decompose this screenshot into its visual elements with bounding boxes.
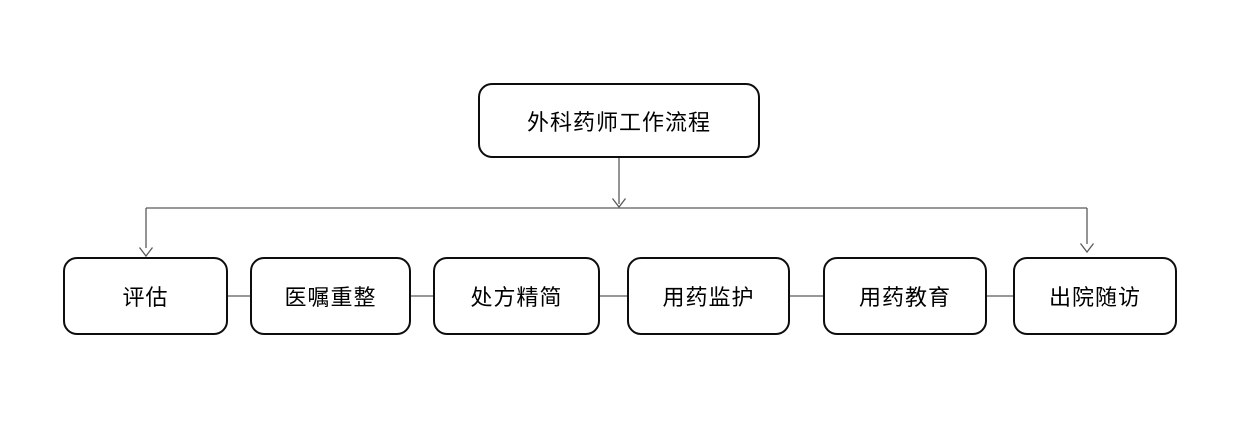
- node-prescription-simplification: 处方精简: [433, 257, 600, 335]
- node-workflow-title: 外科药师工作流程: [478, 83, 760, 158]
- arrowhead-left-drop: [138, 247, 154, 258]
- node-medication-reconciliation: 医嘱重整: [250, 257, 411, 335]
- arrowhead-root-stem: [611, 198, 627, 209]
- node-discharge-followup-label: 出院随访: [1048, 285, 1141, 310]
- node-workflow-title-label: 外科药师工作流程: [526, 109, 711, 135]
- node-assessment-label: 评估: [122, 285, 169, 310]
- node-discharge-followup: 出院随访: [1013, 257, 1177, 335]
- node-medication-monitoring-label: 用药监护: [662, 285, 755, 310]
- arrowhead-right-drop: [1079, 243, 1095, 254]
- node-medication-education-label: 用药教育: [858, 285, 951, 310]
- node-medication-reconciliation-label: 医嘱重整: [284, 285, 377, 310]
- node-medication-education: 用药教育: [823, 257, 987, 335]
- node-assessment: 评估: [63, 257, 228, 335]
- node-medication-monitoring: 用药监护: [627, 257, 790, 335]
- node-prescription-simplification-label: 处方精简: [470, 285, 563, 310]
